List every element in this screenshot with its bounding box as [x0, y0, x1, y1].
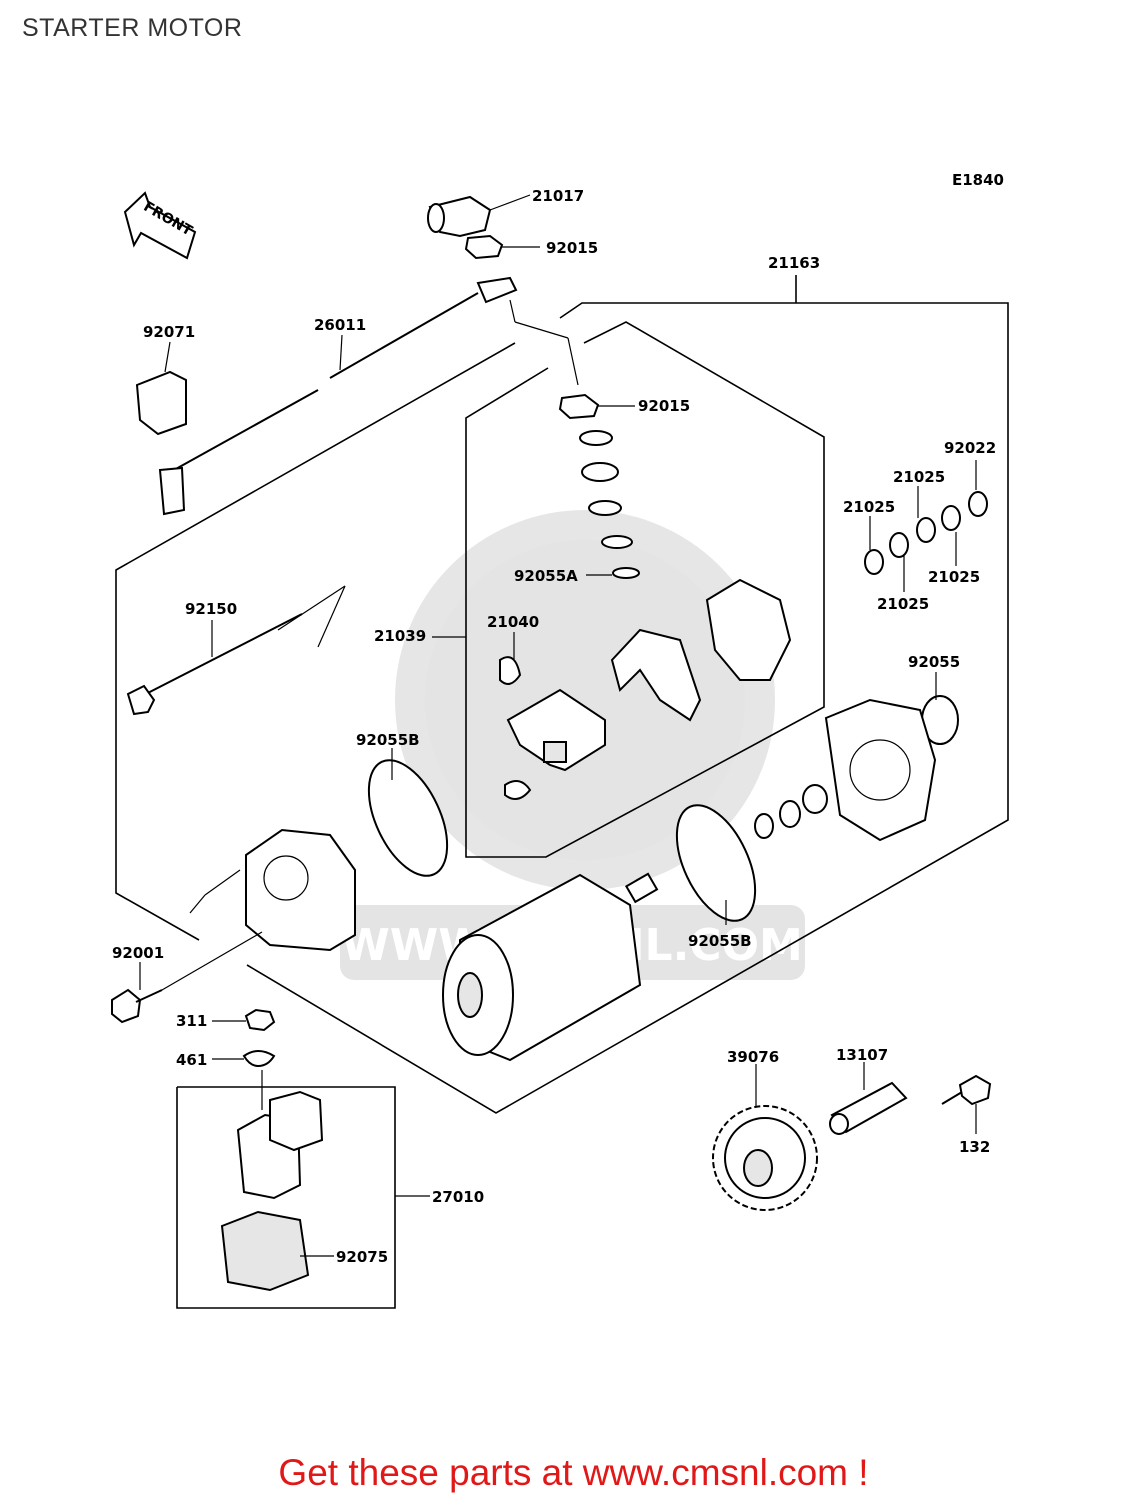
footer-promo-link[interactable]: Get these parts at www.cmsnl.com !: [278, 1452, 869, 1493]
part-label-21040[interactable]: 21040: [487, 613, 539, 631]
part-label-92075[interactable]: 92075: [336, 1248, 388, 1266]
front-arrow-icon: FRONT: [123, 191, 197, 260]
part-drawings: [111, 195, 992, 1292]
part-label-92015-top[interactable]: 92015: [546, 239, 598, 257]
part-label-21025-d[interactable]: 21025: [877, 595, 929, 613]
part-label-311[interactable]: 311: [176, 1012, 207, 1030]
part-label-92150[interactable]: 92150: [185, 600, 237, 618]
part-label-21017[interactable]: 21017: [532, 187, 584, 205]
part-label-92022[interactable]: 92022: [944, 439, 996, 457]
part-label-92001[interactable]: 92001: [112, 944, 164, 962]
part-label-21039[interactable]: 21039: [374, 627, 426, 645]
part-label-92071[interactable]: 92071: [143, 323, 195, 341]
part-label-21025-c[interactable]: 21025: [928, 568, 980, 586]
part-label-21163[interactable]: 21163: [768, 254, 820, 272]
page-title: STARTER MOTOR: [22, 14, 243, 42]
part-label-27010[interactable]: 27010: [432, 1188, 484, 1206]
assembly-outlines: [115, 275, 1009, 1309]
part-label-92015-center[interactable]: 92015: [638, 397, 690, 415]
part-label-92055[interactable]: 92055: [908, 653, 960, 671]
part-label-21025-b[interactable]: 21025: [843, 498, 895, 516]
part-label-39076[interactable]: 39076: [727, 1048, 779, 1066]
part-label-92055A[interactable]: 92055A: [514, 567, 578, 585]
part-labels: 21017 92015 21163 92071 26011 92015 9202…: [112, 187, 996, 1266]
part-label-92055B-left[interactable]: 92055B: [356, 731, 420, 749]
diagram-code: E1840: [952, 171, 1004, 189]
part-label-13107[interactable]: 13107: [836, 1046, 888, 1064]
part-label-26011[interactable]: 26011: [314, 316, 366, 334]
part-label-461[interactable]: 461: [176, 1051, 207, 1069]
part-label-92055B-right[interactable]: 92055B: [688, 932, 752, 950]
leader-lines: [139, 194, 977, 1257]
parts-diagram: WWW.CMSNL.COM E1840 FRONT: [111, 171, 1009, 1309]
part-label-21025-a[interactable]: 21025: [893, 468, 945, 486]
part-label-132[interactable]: 132: [959, 1138, 990, 1156]
